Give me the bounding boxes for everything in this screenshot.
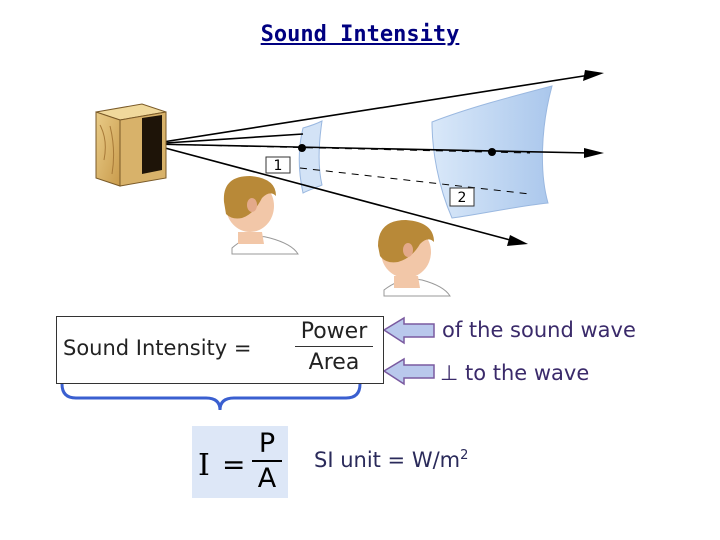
marker-1-label: 1 (274, 158, 283, 174)
wavefront-1-surface (298, 120, 323, 194)
arrow-to-power (382, 316, 435, 345)
symbol-P: P (258, 428, 276, 459)
symbolic-fraction-bar (252, 460, 282, 462)
formula-lhs: Sound Intensity = (63, 336, 252, 360)
marker-1-box (265, 156, 291, 174)
wavefront-1-center (298, 144, 306, 152)
page-title: Sound Intensity (260, 22, 460, 47)
symbolic-fraction: P A (252, 428, 282, 494)
symbolic-formula-box: I = P A (192, 426, 288, 498)
symbol-A: A (257, 463, 277, 494)
intensity-formula-box: Sound Intensity = Power Area (56, 316, 384, 384)
arrow-to-area (382, 357, 435, 386)
formula-fraction: Power Area (293, 319, 375, 375)
arrowhead-bottom (507, 235, 528, 246)
fraction-bar (295, 346, 373, 347)
si-unit-label: SI unit = W/m (314, 448, 461, 472)
arrowhead-middle (584, 148, 604, 158)
listener-head-1-icon (223, 176, 299, 255)
power-note: of the sound wave (442, 318, 636, 342)
arrowhead-top (583, 70, 604, 81)
marker-2-label: 2 (458, 190, 467, 206)
marker-2-box (449, 187, 475, 207)
brace-icon (60, 383, 362, 411)
symbol-equals: = (222, 448, 246, 481)
area-note: ⊥ to the wave (440, 361, 590, 385)
speaker-box-icon (95, 103, 167, 187)
formula-numerator: Power (300, 319, 368, 344)
si-unit-text: SI unit = W/m2 (314, 448, 468, 472)
symbol-I: I (198, 448, 210, 483)
si-unit-exponent: 2 (460, 448, 469, 463)
listener-head-2-icon (378, 220, 451, 297)
wavefront-2-center (488, 148, 496, 156)
formula-denominator: Area (308, 350, 360, 375)
